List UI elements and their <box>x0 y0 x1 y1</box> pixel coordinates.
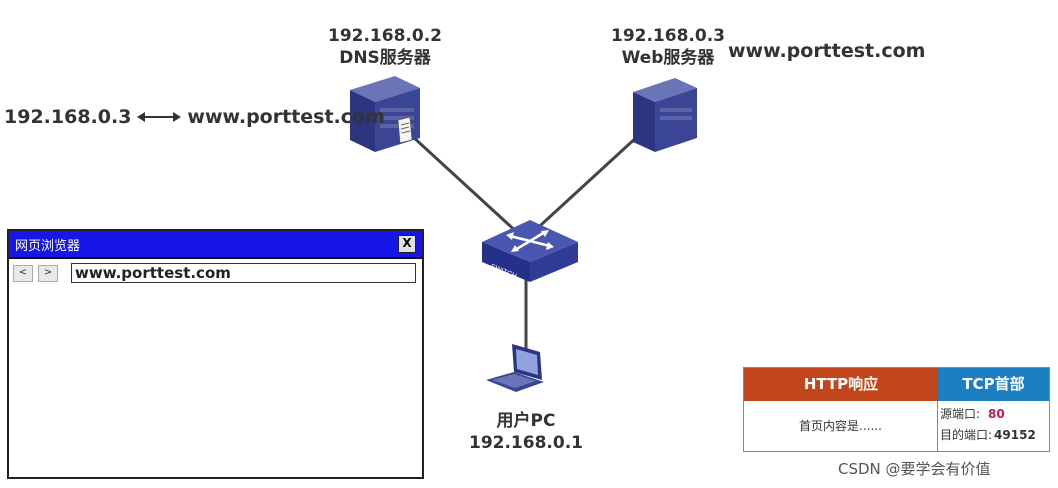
double-arrow-icon <box>137 112 182 122</box>
user-pc-ip: 192.168.0.1 <box>468 433 583 453</box>
browser-navbar: < > www.porttest.com <box>9 259 422 287</box>
dns-record-domain: www.porttest.com <box>187 106 385 128</box>
dns-server-label: 192.168.0.2 DNS服务器 <box>325 25 445 69</box>
link-dns-switch <box>398 123 522 237</box>
web-server-ip: 192.168.0.3 <box>610 26 725 46</box>
browser-window: 网页浏览器 X < > www.porttest.com <box>7 229 424 479</box>
web-server-domain: www.porttest.com <box>728 40 926 62</box>
web-server-icon <box>633 78 697 152</box>
dns-server-ip: 192.168.0.2 <box>327 26 442 46</box>
user-pc-label: 用户PC 192.168.0.1 <box>460 410 592 454</box>
browser-title: 网页浏览器 <box>15 238 81 254</box>
dns-record: 192.168.0.3 www.porttest.com <box>4 106 385 128</box>
dns-server-name: DNS服务器 <box>339 48 431 68</box>
destination-port-row: 目的端口:49152 <box>940 425 1050 446</box>
link-web-switch <box>528 123 652 237</box>
address-bar[interactable]: www.porttest.com <box>71 263 416 283</box>
laptop-icon <box>486 344 544 392</box>
web-server-name: Web服务器 <box>621 48 715 68</box>
close-button[interactable]: X <box>398 235 416 253</box>
source-port-row: 源端口: 80 <box>940 404 1050 425</box>
tcp-body: 源端口: 80 目的端口:49152 <box>940 404 1050 446</box>
switch-icon: SWITCH <box>482 220 578 282</box>
source-port-label: 源端口: <box>940 407 981 421</box>
watermark: CSDN @要学会有价值 <box>838 460 991 478</box>
destination-port-label: 目的端口: <box>940 428 993 442</box>
source-port-value: 80 <box>988 407 1005 421</box>
tcp-header: TCP首部 <box>938 368 1049 401</box>
http-header: HTTP响应 <box>744 368 938 401</box>
user-pc-name: 用户PC <box>496 411 556 431</box>
browser-titlebar: 网页浏览器 X <box>9 231 422 259</box>
dns-server-icon <box>350 76 420 152</box>
dns-record-ip: 192.168.0.3 <box>4 106 132 128</box>
packet-structure: HTTP响应 TCP首部 首页内容是...... 源端口: 80 目的端口:491… <box>743 367 1050 452</box>
web-server-label: 192.168.0.3 Web服务器 <box>608 25 728 69</box>
destination-port-value: 49152 <box>994 428 1036 442</box>
forward-button[interactable]: > <box>38 264 58 282</box>
back-button[interactable]: < <box>13 264 33 282</box>
http-body: 首页内容是...... <box>744 401 938 451</box>
